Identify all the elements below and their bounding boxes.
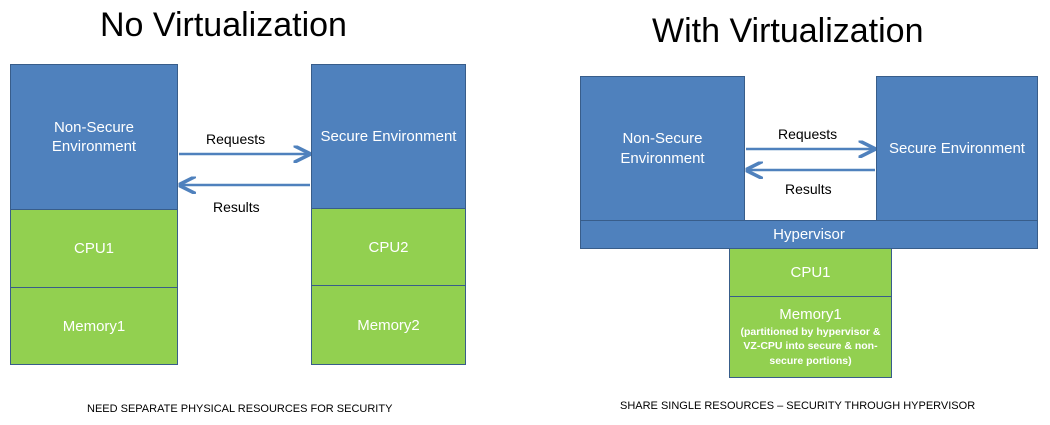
- left-cpu1-label: CPU1: [73, 240, 114, 257]
- right-cpu1-label: CPU1: [790, 264, 831, 281]
- left-cpu1: CPU1: [10, 209, 178, 288]
- left-title: No Virtualization: [100, 6, 347, 44]
- right-non-secure-environment: Non-Secure Environment: [580, 76, 745, 221]
- right-secure-label: Secure Environment: [889, 139, 1025, 157]
- hypervisor-label: Hypervisor: [773, 226, 845, 243]
- right-memory1-label: Memory1: [779, 306, 842, 324]
- left-cpu2: CPU2: [311, 208, 466, 286]
- hypervisor-bar: Hypervisor: [580, 220, 1038, 249]
- left-results-label: Results: [213, 199, 260, 215]
- left-non-secure-label: Non-Secure Environment: [51, 118, 137, 156]
- left-requests-label: Requests: [206, 131, 266, 147]
- left-memory2-label: Memory2: [357, 316, 420, 334]
- right-title: With Virtualization: [652, 12, 924, 50]
- right-results-label: Results: [785, 181, 832, 197]
- left-memory1-label: Memory1: [62, 317, 126, 335]
- right-non-secure-label: Non-Secure Environment: [620, 130, 705, 167]
- left-memory2: Memory2: [311, 285, 466, 365]
- right-caption: SHARE SINGLE RESOURCES – SECURITY THROUG…: [620, 400, 976, 412]
- right-requests-label: Requests: [778, 126, 838, 142]
- left-non-secure-environment: Non-Secure Environment: [10, 64, 178, 210]
- left-secure-environment: Secure Environment: [311, 64, 466, 209]
- right-cpu1: CPU1: [729, 248, 892, 297]
- left-memory1: Memory1: [10, 287, 178, 365]
- right-secure-environment: Secure Environment: [876, 76, 1038, 221]
- left-secure-label: Secure Environment: [320, 127, 457, 145]
- left-caption: NEED SEPARATE PHYSICAL RESOURCES FOR SEC…: [87, 403, 393, 415]
- left-cpu2-label: CPU2: [368, 238, 409, 256]
- right-memory1: Memory1 (partitioned by hypervisor & VZ-…: [729, 296, 892, 378]
- right-memory1-note: (partitioned by hypervisor & VZ-CPU into…: [740, 326, 881, 367]
